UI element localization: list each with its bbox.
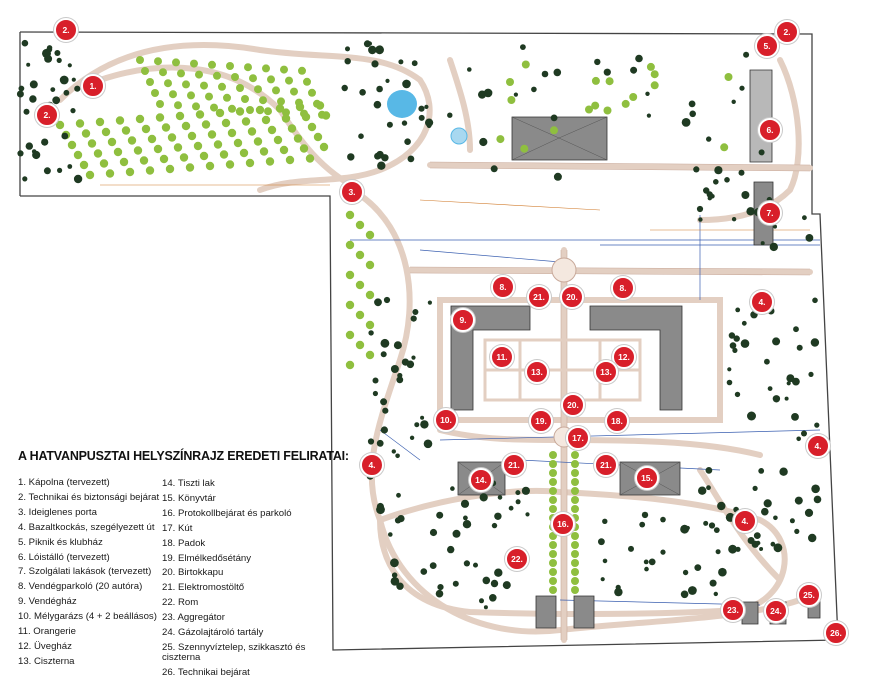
legend-item: 15. Könyvtár <box>162 492 216 504</box>
trees-light-green <box>55 56 733 594</box>
legend-item: 17. Kút <box>162 522 193 534</box>
map-marker[interactable]: 2. <box>35 103 59 127</box>
legend-item: 2. Technikai és biztonsági bejárat <box>18 491 160 503</box>
legend-item: 25. Szennyvíztelep, szikkasztó és ciszte… <box>162 641 306 664</box>
legend-item: 3. Ideiglenes porta <box>18 506 97 518</box>
map-marker[interactable]: 5. <box>755 34 779 58</box>
map-marker[interactable]: 6. <box>758 118 782 142</box>
map-marker[interactable]: 20. <box>561 393 585 417</box>
map-marker[interactable]: 4. <box>750 290 774 314</box>
map-marker[interactable]: 21. <box>502 453 526 477</box>
legend-column-right: 14. Tiszti lak 15. Könyvtár 16. Protokollb… <box>162 477 312 681</box>
map-marker[interactable]: 15. <box>635 466 659 490</box>
legend-item: 21. Elektromostöltő <box>162 582 245 594</box>
legend-item: 16. Protokollbejárat és parkoló <box>162 507 292 519</box>
map-marker[interactable]: 26. <box>824 621 848 645</box>
legend-item: 10. Mélygarázs (4 + 2 beállásos) <box>18 611 157 623</box>
pond <box>387 90 417 118</box>
legend-column-left: 1. Kápolna (tervezett) 2. Technikai és bi… <box>18 476 159 670</box>
map-marker[interactable]: 23. <box>721 598 745 622</box>
map-marker[interactable]: 10. <box>434 408 458 432</box>
map-marker[interactable]: 2. <box>775 20 799 44</box>
legend-item: 4. Bazaltkockás, szegélyezett út <box>18 521 155 533</box>
map-marker[interactable]: 12. <box>612 345 636 369</box>
map-marker[interactable]: 4. <box>360 453 384 477</box>
sewer-lines <box>100 184 810 231</box>
legend-item: 14. Tiszti lak <box>162 478 215 489</box>
map-marker[interactable]: 24. <box>764 599 788 623</box>
map-marker[interactable]: 13. <box>594 360 618 384</box>
legend-item: 1. Kápolna (tervezett) <box>18 477 110 488</box>
map-marker[interactable]: 2. <box>54 18 78 42</box>
legend-item: 9. Vendégház <box>18 596 77 608</box>
legend-item: 23. Aggregátor <box>162 612 225 624</box>
map-marker[interactable]: 4. <box>806 434 830 458</box>
legend-item: 18. Padok <box>162 537 206 549</box>
legend-item: 24. Gázolajtároló tartály <box>162 627 264 639</box>
map-marker[interactable]: 7. <box>758 201 782 225</box>
map-marker[interactable]: 13. <box>525 360 549 384</box>
legend-item: 20. Birtokkapu <box>162 567 224 579</box>
legend-item: 22. Rom <box>162 597 199 609</box>
map-marker[interactable]: 18. <box>605 409 629 433</box>
fountain <box>450 127 468 145</box>
map-marker[interactable]: 21. <box>594 453 618 477</box>
map-marker[interactable]: 22. <box>505 547 529 571</box>
legend-item: 8. Vendégparkoló (20 autóra) <box>18 581 143 593</box>
map-marker[interactable]: 9. <box>451 308 475 332</box>
map-marker[interactable]: 16. <box>551 512 575 536</box>
map-marker[interactable]: 8. <box>611 276 635 300</box>
map-marker[interactable]: 11. <box>490 345 514 369</box>
trees-dark-green <box>16 39 822 610</box>
map-marker[interactable]: 14. <box>469 468 493 492</box>
legend-item: 5. Piknik és klubház <box>18 536 103 548</box>
map-marker[interactable]: 19. <box>529 409 553 433</box>
legend-title: A HATVANPUSZTAI HELYSZÍNRAJZ EREDETI FEL… <box>18 449 349 463</box>
legend-item: 12. Üvegház <box>18 640 72 652</box>
legend-item: 13. Ciszterna <box>18 655 75 667</box>
map-marker[interactable]: 17. <box>566 426 590 450</box>
property-boundary <box>19 31 839 651</box>
map-marker[interactable]: 3. <box>340 180 364 204</box>
legend-item: 26. Technikai bejárat <box>162 666 250 678</box>
map-marker[interactable]: 8. <box>491 275 515 299</box>
map-marker[interactable]: 25. <box>797 583 821 607</box>
legend-item: 19. Elmélkedősétány <box>162 552 252 564</box>
map-marker[interactable]: 21. <box>527 285 551 309</box>
legend-item: 6. Lóistálló (tervezett) <box>18 551 110 563</box>
map-marker[interactable]: 4. <box>733 509 757 533</box>
legend-item: 11. Orangerie <box>18 626 76 638</box>
map-marker[interactable]: 1. <box>81 74 105 98</box>
map-marker[interactable]: 20. <box>560 285 584 309</box>
legend-item: 7. Szolgálati lakások (tervezett) <box>18 566 152 578</box>
